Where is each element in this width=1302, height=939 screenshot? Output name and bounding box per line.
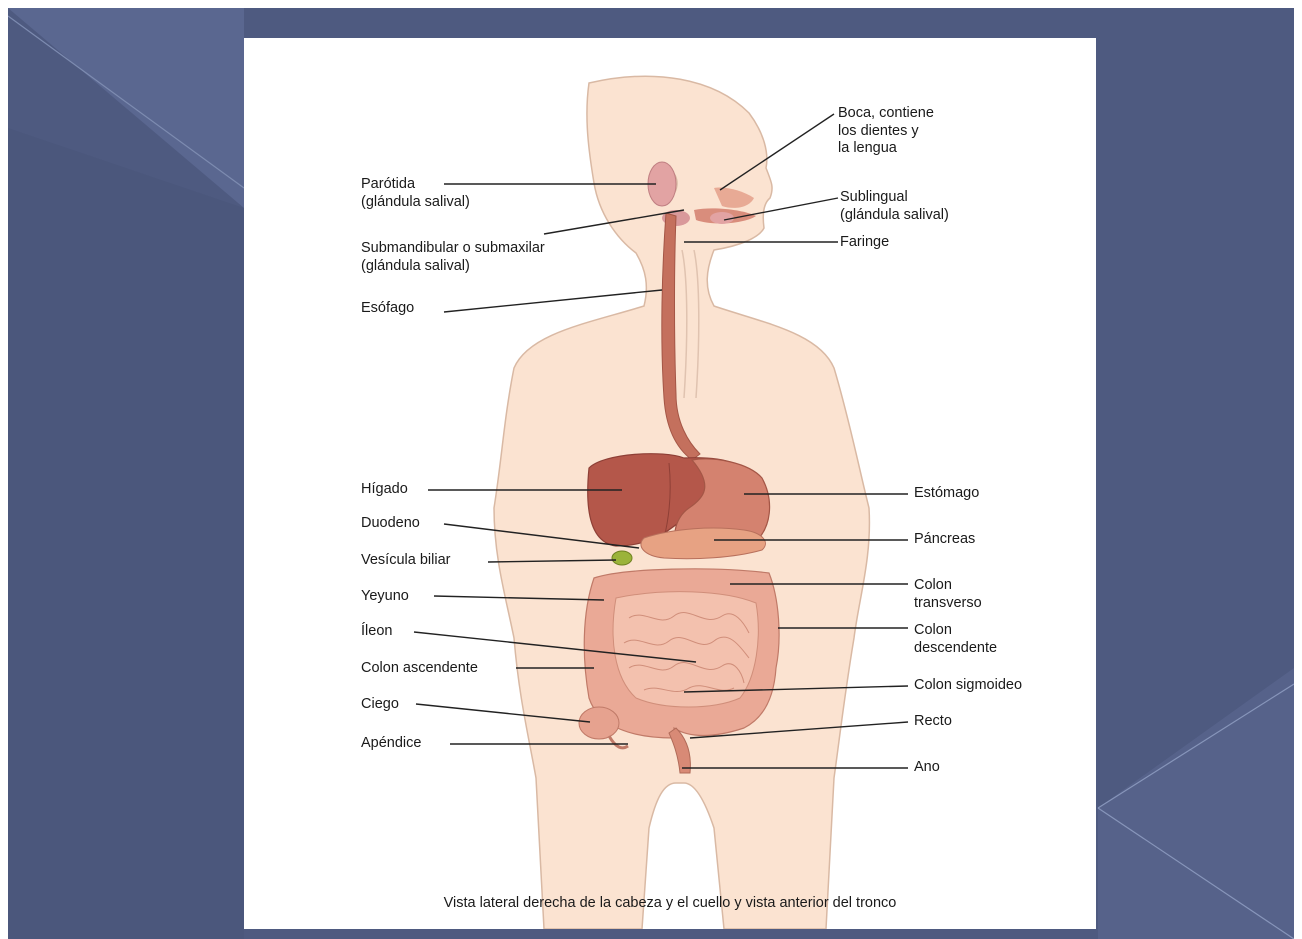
label-colon-descendente: Colon descendente xyxy=(914,622,997,657)
label-colon-sigmoideo: Colon sigmoideo xyxy=(914,677,1022,695)
label-vesicula: Vesícula biliar xyxy=(361,552,450,570)
label-submandibular: Submandibular o submaxilar (glándula sal… xyxy=(361,240,545,275)
gallbladder xyxy=(612,551,632,565)
cecum xyxy=(579,707,619,739)
label-duodeno: Duodeno xyxy=(361,515,420,533)
label-yeyuno: Yeyuno xyxy=(361,588,409,606)
label-ano: Ano xyxy=(914,759,940,777)
label-apendice: Apéndice xyxy=(361,735,421,753)
label-ileon: Íleon xyxy=(361,623,392,641)
label-parotida: Parótida (glándula salival) xyxy=(361,176,470,211)
label-recto: Recto xyxy=(914,713,952,731)
label-esofago: Esófago xyxy=(361,300,414,318)
label-colon-transverso: Colon transverso xyxy=(914,577,982,612)
label-estomago: Estómago xyxy=(914,485,979,503)
figure-caption: Vista lateral derecha de la cabeza y el … xyxy=(244,895,1096,911)
label-faringe: Faringe xyxy=(840,234,889,252)
digestive-system-figure: Parótida (glándula salival) Submandibula… xyxy=(244,38,1096,929)
label-colon-ascendente: Colon ascendente xyxy=(361,660,478,678)
label-ciego: Ciego xyxy=(361,696,399,714)
label-pancreas: Páncreas xyxy=(914,531,975,549)
label-boca: Boca, contiene los dientes y la lengua xyxy=(838,105,934,158)
sublingual-gland xyxy=(710,212,734,224)
label-sublingual: Sublingual (glándula salival) xyxy=(840,189,949,224)
label-higado: Hígado xyxy=(361,481,408,499)
